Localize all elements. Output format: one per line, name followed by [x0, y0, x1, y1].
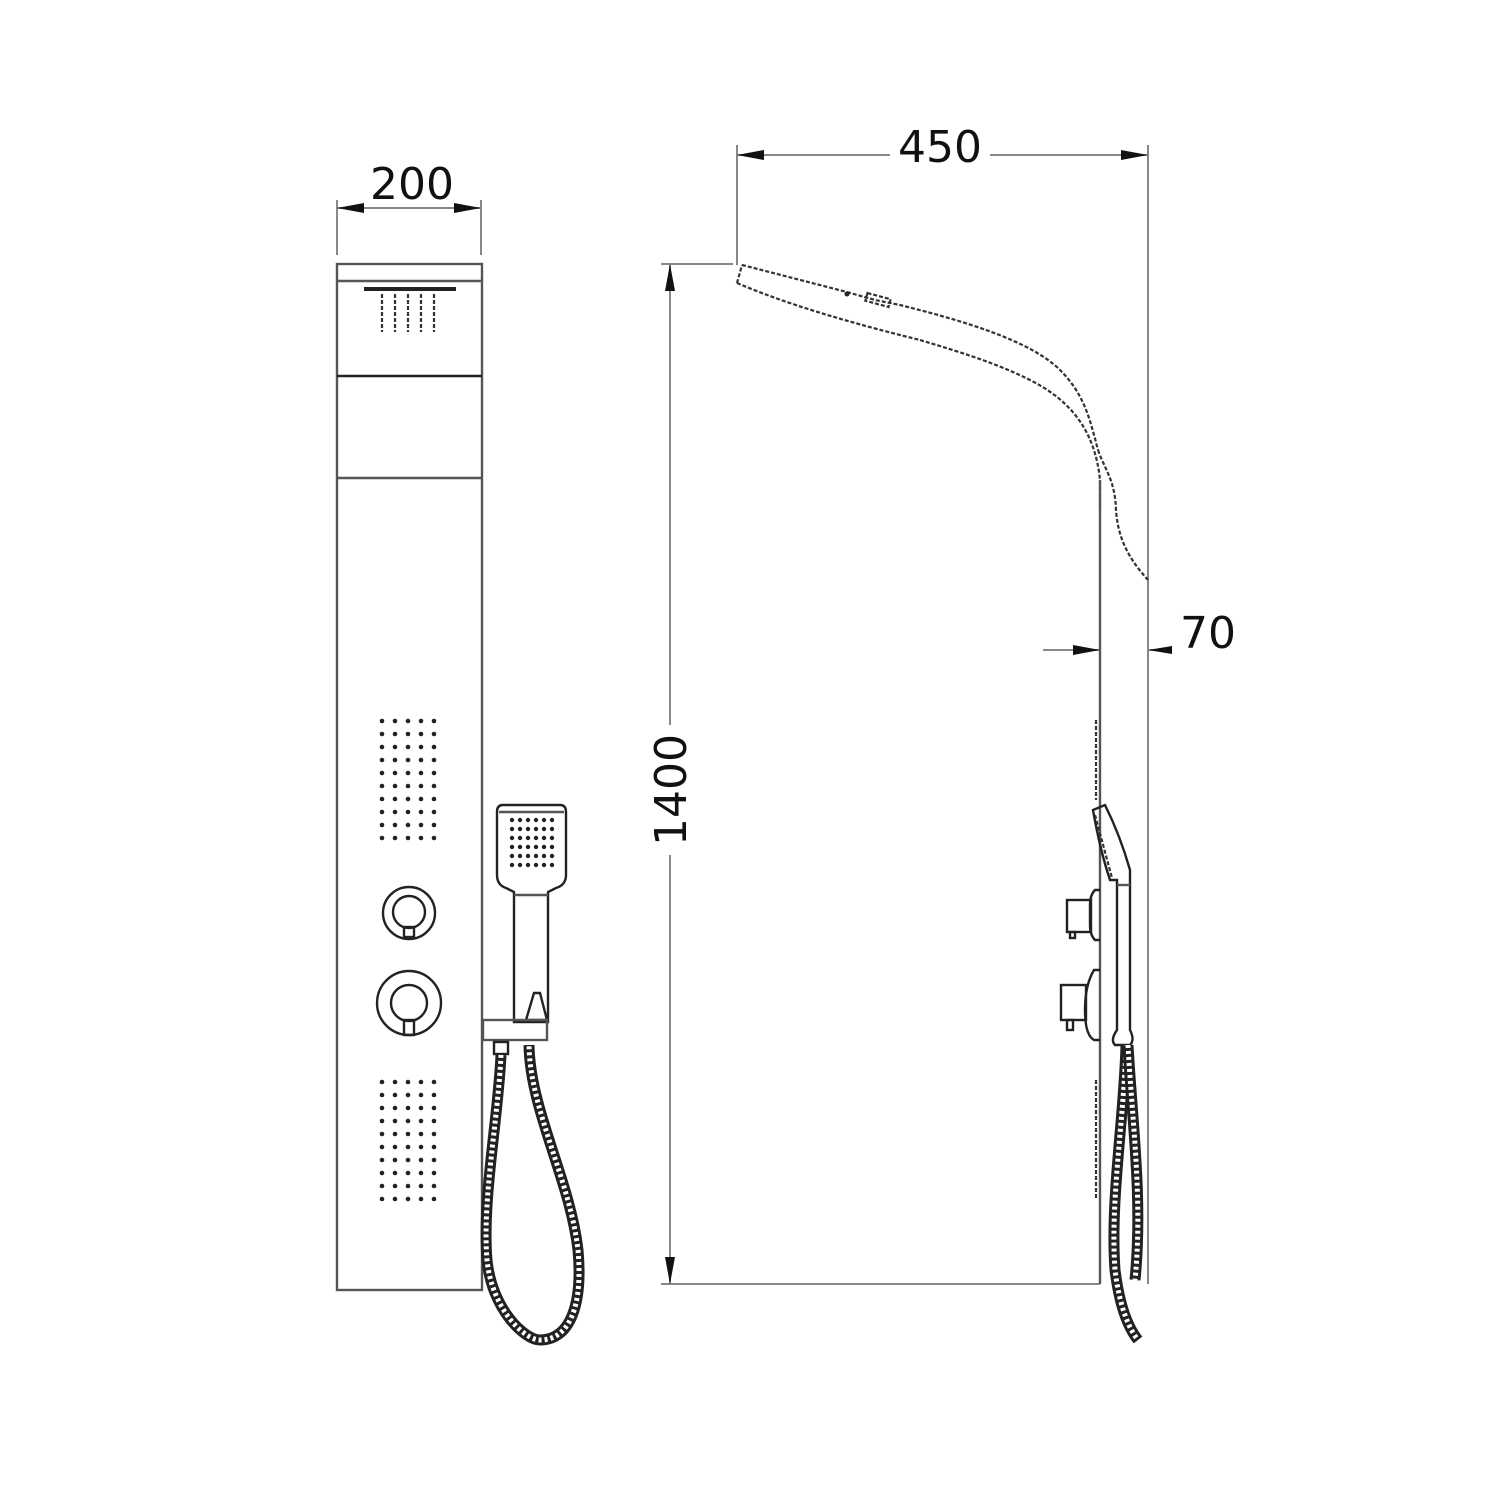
hose-front-icon — [480, 1040, 585, 1346]
hand-shower-icon — [481, 803, 568, 1042]
arrow-down-icon — [665, 1257, 675, 1284]
shower-arm-profile — [735, 263, 1149, 581]
height-dimension: 1400 — [646, 263, 1100, 1285]
upper-body-jets-icon — [379, 718, 437, 841]
depth-label: 70 — [1180, 608, 1236, 659]
depth-dimension: 70 — [1043, 608, 1236, 659]
arrow-left-icon — [337, 203, 364, 213]
projection-label: 450 — [898, 122, 982, 173]
side-view: 450 1400 70 — [646, 122, 1236, 1344]
lower-body-jets-icon — [379, 1079, 437, 1202]
width-label: 200 — [370, 159, 454, 210]
hose-side-icon — [1108, 1044, 1144, 1344]
panel-body — [335, 262, 484, 1292]
projection-dimension: 450 — [736, 122, 1149, 580]
arrow-up-icon — [665, 264, 675, 291]
rain-shower-head-icon — [364, 287, 456, 332]
arrow-left-icon — [1148, 646, 1172, 654]
diverter-knob-side-icon — [1065, 888, 1100, 942]
width-dimension: 200 — [336, 159, 482, 255]
mixer-knob-side-icon — [1059, 968, 1100, 1042]
height-label: 1400 — [646, 734, 697, 846]
diverter-knob-icon — [381, 885, 437, 941]
mixer-knob-icon — [375, 969, 443, 1037]
front-view: 200 — [335, 159, 585, 1346]
arrow-left-icon — [737, 150, 764, 160]
arrow-right-icon — [454, 203, 481, 213]
arrow-right-icon — [1121, 150, 1148, 160]
arrow-right-icon — [1073, 645, 1100, 655]
